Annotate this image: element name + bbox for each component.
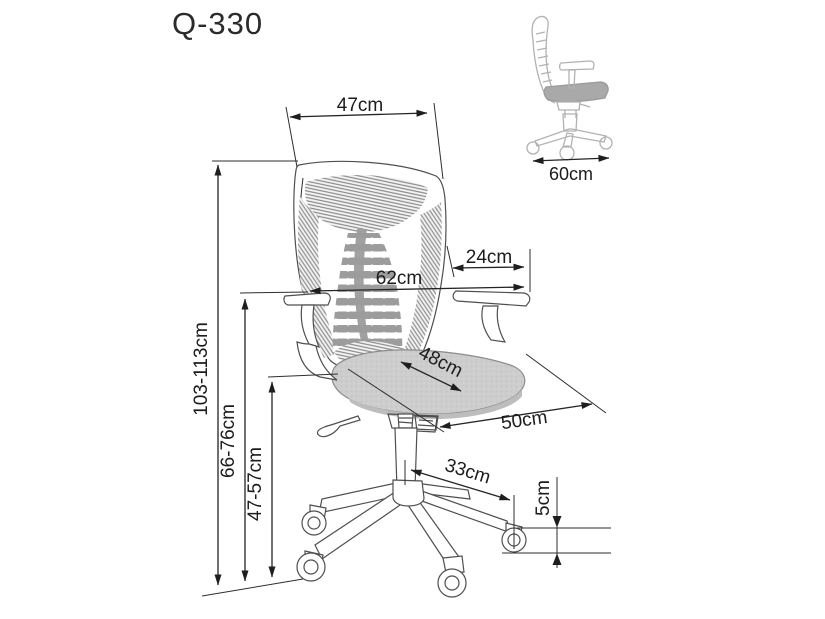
dim-armrest-offset: 24cm [446,245,531,292]
caster-front [437,555,467,598]
dim-label-backrest-width: 47cm [337,95,383,116]
backrest-mesh-left [297,196,338,358]
side-gas-lift [562,113,578,132]
seat-mechanism [316,413,439,438]
height-lever [316,415,361,438]
dim-label-overall-width: 62cm [376,268,422,289]
model-title: Q-330 [172,6,264,41]
armrest-left-post [300,304,321,348]
dim-label-seat-height: 47-57cm [245,447,266,521]
armrest-right [452,290,531,343]
dim-backrest-width: 47cm [285,95,444,180]
side-mesh-ticks [535,31,555,90]
dim-label-seat-depth: 50cm [500,407,549,434]
armrest-right-post [481,305,507,343]
chair-side-view [526,15,613,161]
dim-label-side-depth: 60cm [549,164,593,184]
dim-label-base-arm: 33cm [442,455,493,489]
backrest-mesh-top [304,175,428,232]
base-hub [392,479,425,507]
dim-armrest-height: 66-76cm [218,291,309,582]
seat-back-bracket [296,341,338,381]
caster-front-left [296,550,326,582]
dim-overall-width: 62cm [309,268,525,295]
dim-caster-height: 5cm [502,477,611,568]
armrest-left-pad [283,292,331,306]
dim-label-armrest-offset: 24cm [466,247,512,268]
side-seat [543,81,609,103]
dim-seat-height: 47-57cm [245,373,339,578]
dim-overall-height: 103-113cm [191,160,298,586]
gas-lift [394,413,418,490]
dim-seat-depth: 50cm [347,353,607,434]
dim-label-armrest-height: 66-76cm [218,404,239,478]
side-armrest [558,60,595,89]
floor-line-left [201,578,304,597]
chair-base [296,479,527,598]
side-mechanism [556,101,591,118]
backrest-mesh-right [404,202,442,356]
armrest-left [283,292,331,348]
armrest-right-pad [452,290,531,307]
caster-back-left [301,504,327,536]
dim-side-depth: 60cm [532,154,610,184]
dim-label-overall-height: 103-113cm [191,322,212,416]
chair-front-view [283,160,531,598]
dim-label-caster-height: 5cm [533,480,554,516]
side-base [526,128,613,161]
